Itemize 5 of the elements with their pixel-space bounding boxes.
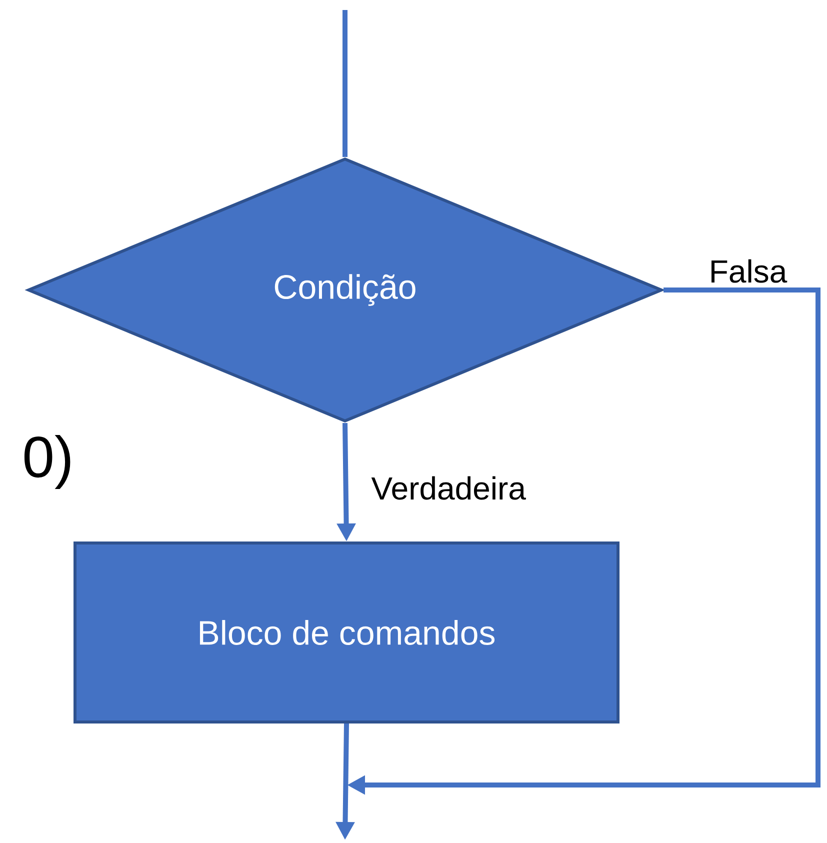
process-box: Bloco de comandos [74, 542, 620, 724]
edge-label: Falsa [712, 259, 788, 283]
label-text: 0) [24, 434, 70, 490]
connector-line [342, 10, 348, 157]
edge-label: Verdadeira [371, 476, 526, 500]
